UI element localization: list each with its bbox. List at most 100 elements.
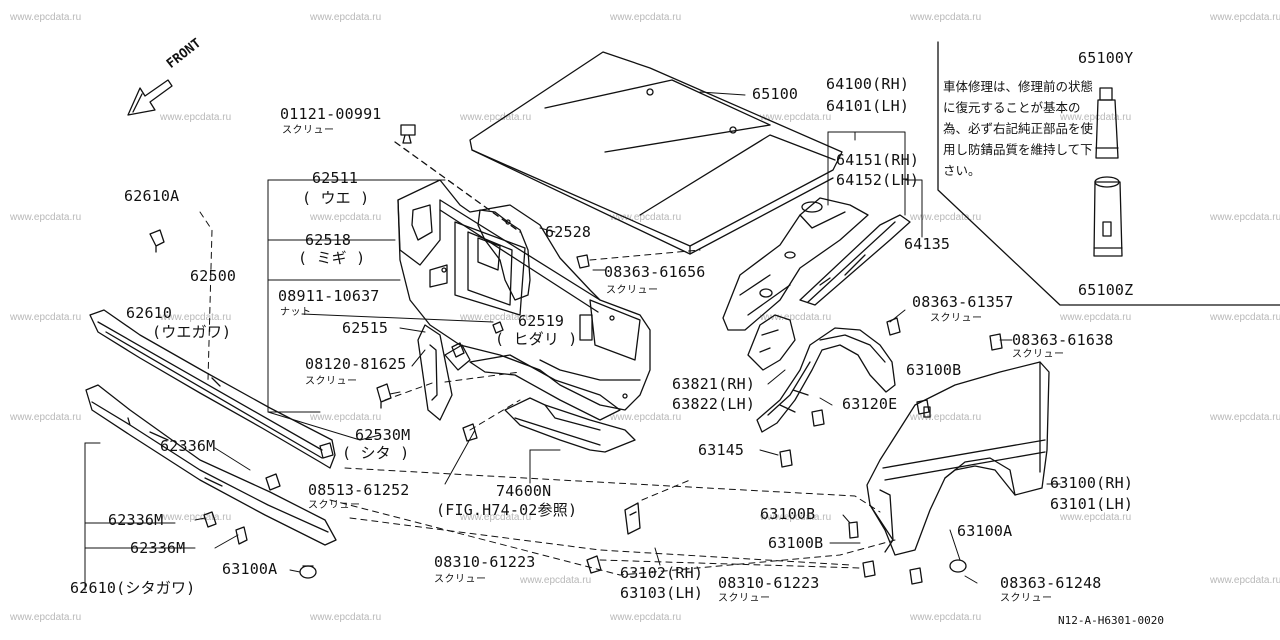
part-label: 62500 <box>190 267 237 285</box>
part-label: 62610A <box>124 187 180 205</box>
part-label: 64100(RH) <box>826 75 910 93</box>
part-label: 63100A <box>222 560 278 578</box>
part-label: 65100Y <box>1078 49 1134 67</box>
watermark: www.epcdata.ru <box>1210 312 1280 323</box>
part-label: 63100B <box>906 361 962 379</box>
spray-can-icon <box>1093 176 1123 257</box>
part-label: 08363-61248 <box>1000 574 1102 592</box>
part-label: 63120E <box>842 395 898 413</box>
leader-lines <box>84 91 1061 591</box>
watermark: www.epcdata.ru <box>310 412 382 423</box>
part-label-sub: スクリュー <box>434 574 487 585</box>
watermark: www.epcdata.ru <box>10 12 82 23</box>
part-label-sub: ( シタ ) <box>342 444 410 462</box>
watermark: www.epcdata.ru <box>10 212 82 223</box>
front-fender <box>866 361 1050 556</box>
part-label: 62528 <box>545 223 592 241</box>
hood-ledge-reinforcement-64151 <box>799 214 911 306</box>
watermark: www.epcdata.ru <box>760 312 832 323</box>
part-label-sub: スクリュー <box>1012 349 1065 360</box>
watermark: www.epcdata.ru <box>910 12 982 23</box>
part-label: 08363-61656 <box>604 263 706 281</box>
part-label: 74600N <box>496 482 552 500</box>
watermark: www.epcdata.ru <box>10 612 82 623</box>
hood-ledge-bracket-63102 <box>624 502 641 535</box>
part-label-sub: スクリュー <box>305 376 358 387</box>
screw-01121 <box>400 124 416 144</box>
part-label: 63145 <box>698 441 745 459</box>
radiator-lower-part <box>417 324 621 421</box>
hood-panel <box>469 51 843 255</box>
part-label: 62610(シタガワ) <box>70 579 196 597</box>
part-label: 63821(RH) <box>672 375 756 393</box>
part-label: 63100B <box>760 505 816 523</box>
watermark: www.epcdata.ru <box>610 212 682 223</box>
watermark: www.epcdata.ru <box>10 412 82 423</box>
part-label-sub: ( ミギ ) <box>298 249 366 267</box>
part-label: 63101(LH) <box>1050 495 1134 513</box>
part-label: 63100A <box>957 522 1013 540</box>
part-label: 65100Z <box>1078 281 1134 299</box>
watermark: www.epcdata.ru <box>460 512 532 523</box>
watermark: www.epcdata.ru <box>610 12 682 23</box>
watermark: www.epcdata.ru <box>1210 12 1280 23</box>
watermark: www.epcdata.ru <box>910 212 982 223</box>
part-label: 63100B <box>768 534 824 552</box>
part-label: 08363-61357 <box>912 293 1014 311</box>
watermark: www.epcdata.ru <box>1210 212 1280 223</box>
part-label: 62610 <box>126 304 173 322</box>
part-label: 62515 <box>342 319 389 337</box>
part-label-sub: スクリュー <box>606 285 659 296</box>
watermark: www.epcdata.ru <box>1060 112 1132 123</box>
clip-62336m <box>203 442 334 545</box>
upper-grille-62610 <box>89 309 336 469</box>
watermark: www.epcdata.ru <box>910 412 982 423</box>
part-label: 08310-61223 <box>434 553 536 571</box>
part-label-sub: スクリュー <box>282 125 335 136</box>
diagram-code: N12-A-H6301-0020 <box>1058 614 1164 627</box>
watermark: www.epcdata.ru <box>910 612 982 623</box>
part-label: 63103(LH) <box>620 584 704 602</box>
brackets <box>779 399 930 578</box>
watermark: www.epcdata.ru <box>160 312 232 323</box>
watermark: www.epcdata.ru <box>460 312 532 323</box>
part-label-sub: スクリュー <box>930 313 983 324</box>
watermark: www.epcdata.ru <box>310 212 382 223</box>
part-label: 64101(LH) <box>826 97 910 115</box>
watermark: www.epcdata.ru <box>460 112 532 123</box>
part-label: 63822(LH) <box>672 395 756 413</box>
part-label: 63102(RH) <box>620 564 704 582</box>
part-label: 63100(RH) <box>1050 474 1134 492</box>
part-label: 62336M <box>130 539 186 557</box>
watermark: www.epcdata.ru <box>520 575 592 586</box>
part-label: 64152(LH) <box>836 171 920 189</box>
watermark: www.epcdata.ru <box>760 112 832 123</box>
wheelhouse-63821 <box>747 314 796 371</box>
watermark: www.epcdata.ru <box>310 612 382 623</box>
watermark: www.epcdata.ru <box>760 512 832 523</box>
part-label-sub: スクリュー <box>718 593 771 604</box>
part-label: 08911-10637 <box>278 287 380 305</box>
part-label: 64135 <box>904 235 951 253</box>
part-label: 01121-00991 <box>280 105 382 123</box>
repair-note: 車体修理は、修理前の状態に復元することが基本の為、必ず右記純正部品を使用し防錆品… <box>943 79 1094 178</box>
part-label-sub: ( ウエ ) <box>302 189 370 207</box>
part-label: 62519 <box>518 312 565 330</box>
lower-grille-62610 <box>85 384 337 546</box>
part-label: 64151(RH) <box>836 151 920 169</box>
watermark: www.epcdata.ru <box>1210 412 1280 423</box>
dashed-lines <box>199 211 896 576</box>
part-label: 62530M <box>355 426 411 444</box>
watermark: www.epcdata.ru <box>610 412 682 423</box>
part-label-sub: (FIG.H74-02参照) <box>436 501 578 519</box>
part-label: 08120-81625 <box>305 355 407 373</box>
watermark: www.epcdata.ru <box>160 512 232 523</box>
part-label: 08513-61252 <box>308 481 410 499</box>
front-arrow-icon <box>127 79 173 116</box>
part-label: 62518 <box>305 231 352 249</box>
part-label-sub: スクリュー <box>308 500 361 511</box>
part-label: 08363-61638 <box>1012 331 1114 349</box>
sealant-tube-icon <box>1095 87 1119 159</box>
part-label-sub: (ウエガワ) <box>152 323 232 341</box>
